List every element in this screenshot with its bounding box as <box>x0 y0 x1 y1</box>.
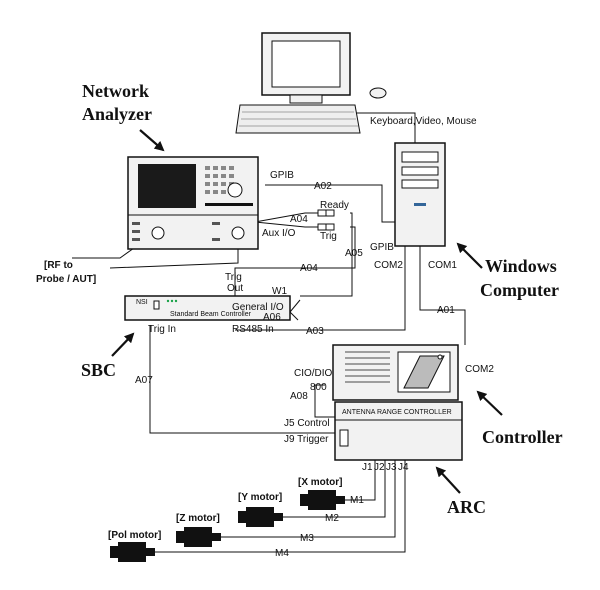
z-motor <box>176 527 221 547</box>
label-m3: M3 <box>300 533 314 544</box>
label-m1: M1 <box>350 495 364 506</box>
label-w1: W1 <box>272 286 287 297</box>
label-m4: M4 <box>275 548 289 559</box>
cable-a06b <box>289 311 299 321</box>
label-com1-pc: COM1 <box>428 260 457 271</box>
arc-body <box>334 401 463 461</box>
label-a04-top: A04 <box>290 214 308 225</box>
label-arc: ARC <box>447 497 486 517</box>
cable-a02 <box>265 184 395 223</box>
cable-a04-ready <box>254 212 318 223</box>
x-motor <box>300 490 345 510</box>
cable-a08 <box>314 384 335 418</box>
label-general-io: General I/O <box>232 302 284 313</box>
label-m2: M2 <box>325 513 339 524</box>
label-j5-control: J5 Control <box>284 418 330 429</box>
label-cio-dio: CIO/DIO <box>294 368 333 379</box>
label-rf-2: Probe / AUT] <box>36 274 96 285</box>
arc-panel-label: ANTENNA RANGE CONTROLLER <box>342 409 452 416</box>
cable-m4 <box>148 460 406 553</box>
cable-a01 <box>419 240 466 345</box>
arrow-sbc <box>111 332 135 357</box>
label-a08: A08 <box>290 391 308 402</box>
label-kvm: Keyboard,Video, Mouse <box>370 116 477 127</box>
label-sbc: SBC <box>81 360 116 380</box>
label-j2: J2 <box>374 462 385 473</box>
cable-m1 <box>345 460 376 501</box>
label-windows-computer-1: Windows <box>485 256 557 276</box>
connection-lines <box>72 112 466 553</box>
label-gpib-pc: GPIB <box>370 242 394 253</box>
label-a01: A01 <box>437 305 455 316</box>
arc-unit: ANTENNA RANGE CONTROLLER <box>334 401 463 461</box>
cable-a04-trig <box>254 221 318 228</box>
label-network-analyzer-2: Analyzer <box>82 104 152 124</box>
windows-computer <box>235 32 446 247</box>
label-y-motor: [Y motor] <box>238 492 282 503</box>
cable-m2 <box>275 460 386 518</box>
cable-a03 <box>235 240 406 331</box>
network-analyzer <box>127 156 259 250</box>
arrow-network-analyzer <box>139 129 165 152</box>
label-j4: J4 <box>398 462 409 473</box>
cable-a06 <box>289 299 301 313</box>
label-trig-out-2: Out <box>227 283 243 294</box>
label-a06: A06 <box>263 312 281 323</box>
label-a07: A07 <box>135 375 153 386</box>
label-trig-in: Trig In <box>148 324 176 335</box>
cable-kvm <box>355 112 416 143</box>
label-controller: Controller <box>482 427 563 447</box>
na-port-1 <box>151 226 165 240</box>
label-trig: Trig <box>320 231 337 242</box>
sbc-unit: NSI Standard Beam Controller <box>124 295 291 321</box>
cable-a07 <box>149 325 335 434</box>
na-port-2 <box>231 226 245 240</box>
pointer-arrows <box>111 129 503 494</box>
label-j3: J3 <box>386 462 397 473</box>
label-rf-1: [RF to <box>44 260 73 271</box>
label-j9-trigger: J9 Trigger <box>284 434 329 445</box>
sbc-body <box>124 295 291 321</box>
label-gpib-na: GPIB <box>270 170 294 181</box>
sbc-brand: NSI <box>136 299 148 306</box>
sbc-panel-label: Standard Beam Controller <box>170 311 252 318</box>
pol-motor <box>110 542 155 562</box>
label-a03: A03 <box>306 326 324 337</box>
label-ready: Ready <box>320 200 349 211</box>
mouse <box>369 87 387 99</box>
cable-a04-mid <box>234 226 356 296</box>
cable-a05 <box>300 212 353 297</box>
arrow-controller <box>476 390 503 416</box>
label-j1: J1 <box>362 462 373 473</box>
label-x-motor: [X motor] <box>298 477 342 488</box>
label-pol-motor: [Pol motor] <box>108 530 161 541</box>
motors <box>110 490 345 562</box>
label-network-analyzer-1: Network <box>82 81 149 101</box>
label-rs485-in: RS485 In <box>232 324 274 335</box>
label-trig-out-1: Trig <box>225 272 242 283</box>
monitor-screen <box>271 40 341 88</box>
label-aux-io: Aux I/O <box>262 228 296 239</box>
label-com2-ctrl: COM2 <box>465 364 494 375</box>
label-z-motor: [Z motor] <box>176 513 220 524</box>
label-a04-mid: A04 <box>300 263 318 274</box>
label-a05: A05 <box>345 248 363 259</box>
label-com2-pc: COM2 <box>374 260 403 271</box>
aux-io-connectors <box>317 209 335 231</box>
controller-unit <box>332 344 459 401</box>
y-motor <box>238 507 283 527</box>
label-a02: A02 <box>314 181 332 192</box>
label-windows-computer-2: Computer <box>480 280 559 300</box>
na-screen <box>138 164 196 208</box>
arrow-windows-computer <box>456 242 483 269</box>
cable-m3 <box>213 460 396 538</box>
arrow-arc <box>435 466 461 494</box>
monitor-base <box>289 94 323 104</box>
label-port-800: 800 <box>310 382 327 393</box>
